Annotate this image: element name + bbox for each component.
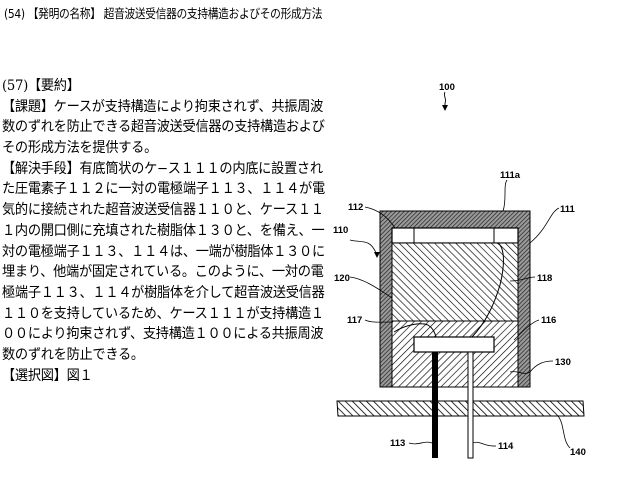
label-100: 100 (439, 82, 455, 93)
abstract-line: 対の電極端子１１３、１１４は、一端が樹脂体１３０に (2, 243, 325, 260)
label-118: 118 (537, 273, 552, 284)
piezo-element-112 (391, 227, 519, 244)
abstract-line: た圧電素子１１２に一対の電極端子１１３、１１４が電 (2, 181, 325, 198)
label-140: 140 (570, 447, 586, 458)
label-111: 111 (560, 204, 576, 215)
abstract-line: １１０を支持しているため、ケース１１１が支持構造１ (2, 305, 324, 322)
selected-figure: 【選択図】図１ (2, 367, 93, 384)
abstract-line: 数のずれを防止できる。 (2, 346, 144, 363)
label-117: 117 (347, 315, 362, 326)
abstract-line: 【解決手段】有底筒状のケ−ス１１１の内底に設置され (2, 160, 323, 177)
abstract-line: ００により拘束されず、支持構造１００による共振周波 (2, 326, 324, 343)
wire-118 (471, 242, 504, 338)
label-114: 114 (498, 441, 514, 452)
label-112: 112 (348, 202, 363, 213)
terminal-113 (432, 352, 438, 458)
resin-130 (391, 320, 519, 388)
terminal-114 (467, 351, 474, 459)
wire-117 (393, 323, 437, 338)
label-113: 113 (390, 438, 405, 449)
label-116: 116 (541, 315, 556, 326)
abstract-line: 数のずれを防止できる超音波送受信器の支持構造および (2, 119, 325, 136)
label-110: 110 (333, 225, 348, 236)
abstract-line: １内の開口側に充填された樹脂体１３０と、を備え、一 (2, 222, 325, 239)
abstract-heading: (57)【要約】 (2, 78, 80, 94)
substrate-116 (413, 336, 495, 353)
label-111a: 111a (500, 170, 521, 181)
label-120: 120 (334, 273, 350, 284)
abstract-line: 【課題】ケースが支持構造により拘束されず、共振周波 (2, 98, 324, 115)
invention-title: (54) 【発明の名称】 超音波送受信器の支持構造およびその形成方法 (4, 6, 323, 21)
abstract-line: 極端子１１３、１１４が樹脂体を介して超音波送受信器 (2, 284, 325, 301)
label-130: 130 (555, 357, 571, 368)
filler-120 (391, 242, 519, 322)
abstract-line: その形成方法を提供する。 (2, 140, 157, 157)
mounting-board-140 (336, 400, 585, 417)
abstract-line: 埋まり、他端が固定されている。このように、一対の電 (2, 264, 324, 281)
abstract-text: (57)【要約】 【課題】ケースが支持構造により拘束されず、共振周波 数のずれを… (2, 76, 332, 386)
abstract-line: 気的に接続された超音波送受信器１１０と、ケース１１ (2, 202, 324, 219)
